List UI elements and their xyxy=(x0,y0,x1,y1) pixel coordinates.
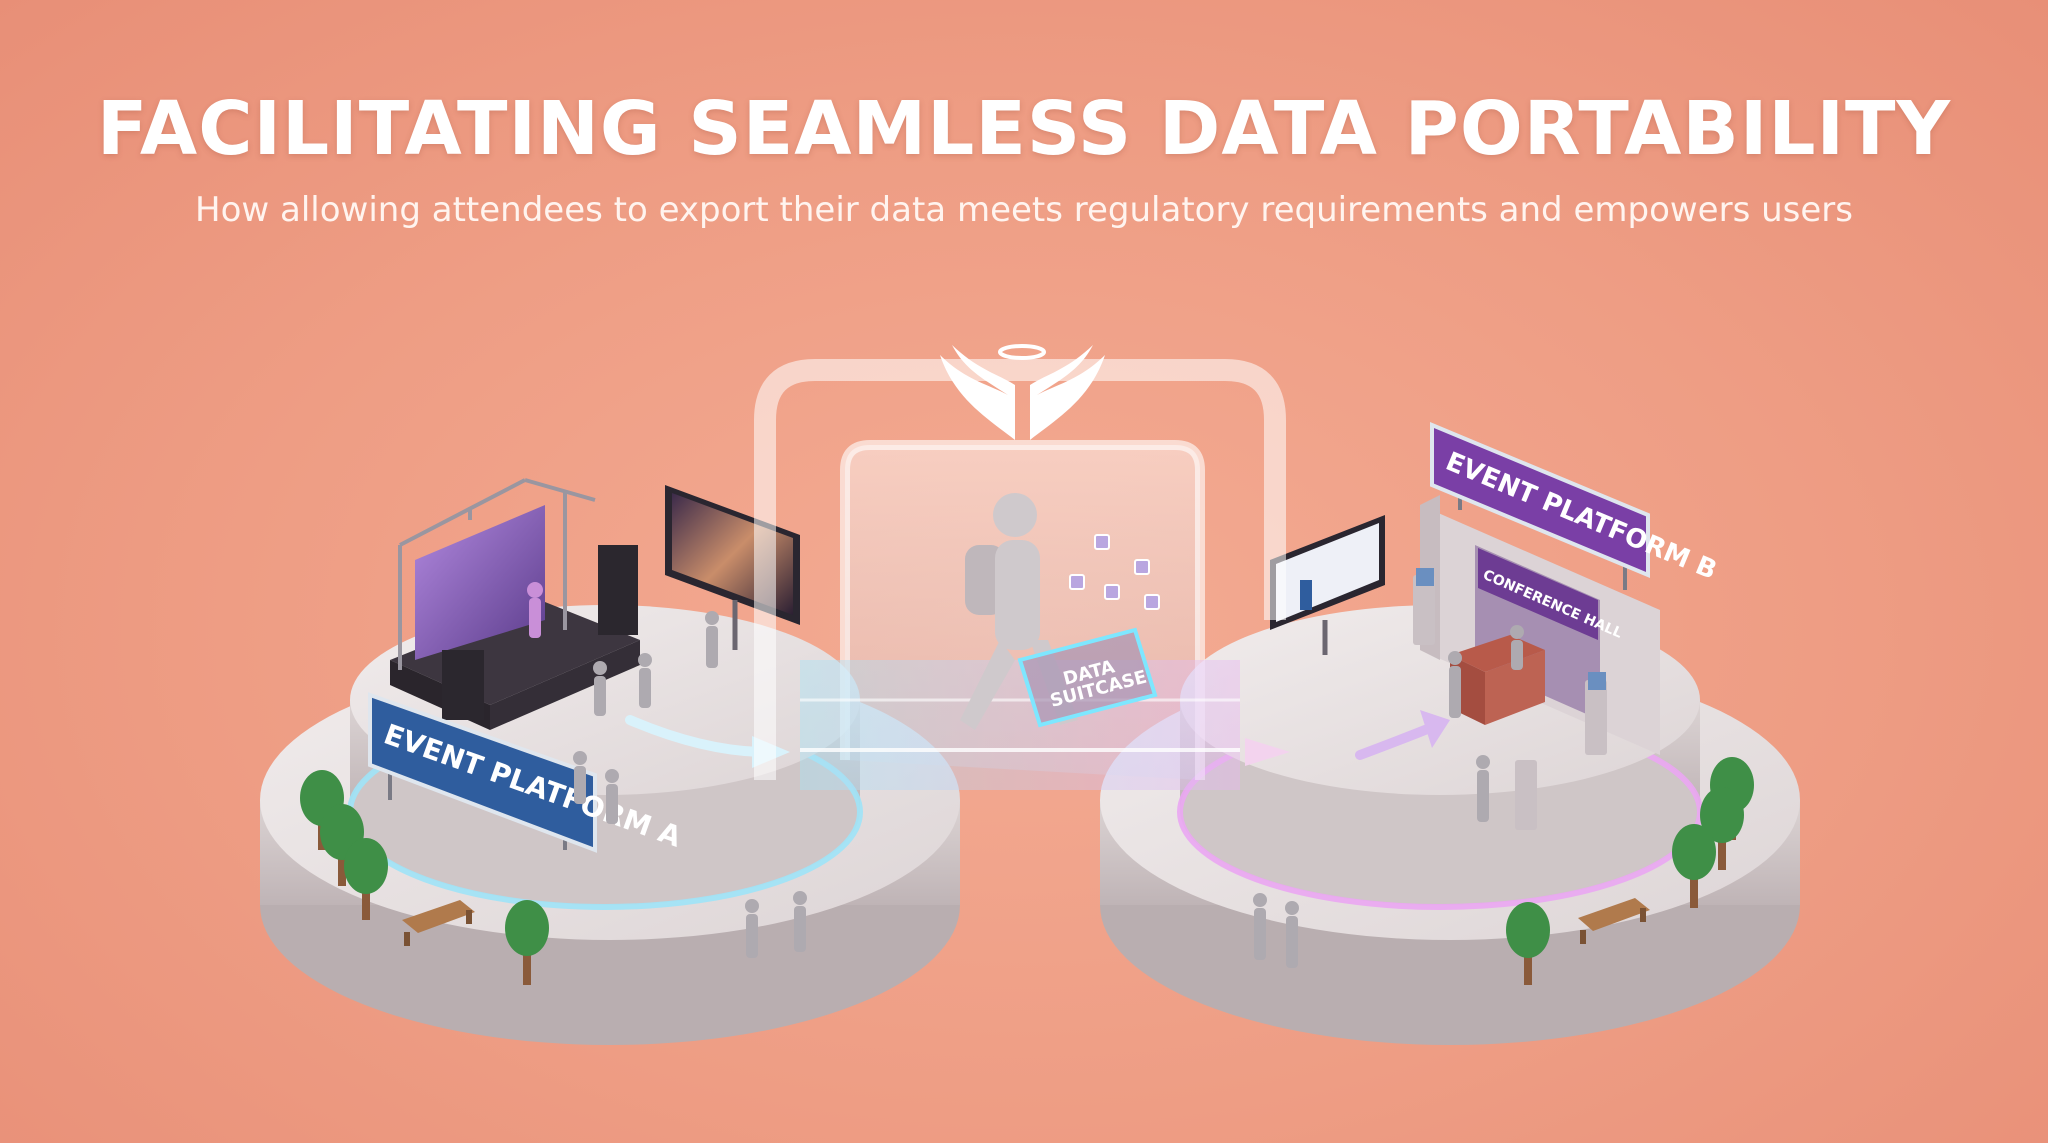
attendees-a xyxy=(573,611,807,958)
angel-wings-icon xyxy=(940,344,1105,440)
platform-a: EVENT PLATFORM A xyxy=(260,478,960,1045)
data-icon xyxy=(1069,534,1160,610)
arrow-right-icon xyxy=(1355,710,1450,760)
arrow-right-icon xyxy=(1245,738,1290,766)
trees-a xyxy=(300,770,549,985)
page-title: FACILITATING SEAMLESS DATA PORTABILITY xyxy=(96,86,1952,172)
page-subtitle: How allowing attendees to export their d… xyxy=(195,190,1853,230)
bench-a xyxy=(402,900,475,946)
kiosks xyxy=(1413,568,1607,830)
halo-icon xyxy=(998,344,1046,360)
data-suitcase: DATA SUITCASE xyxy=(1017,627,1158,728)
trees-b xyxy=(1506,757,1754,985)
concert-stage xyxy=(390,478,640,730)
platform-b: CONFERENCE HALL EVENT PLATFORM B xyxy=(1100,422,1800,1045)
attendees-b xyxy=(1253,625,1524,968)
bench-b xyxy=(1578,898,1650,944)
video-screen-b xyxy=(1270,515,1385,655)
